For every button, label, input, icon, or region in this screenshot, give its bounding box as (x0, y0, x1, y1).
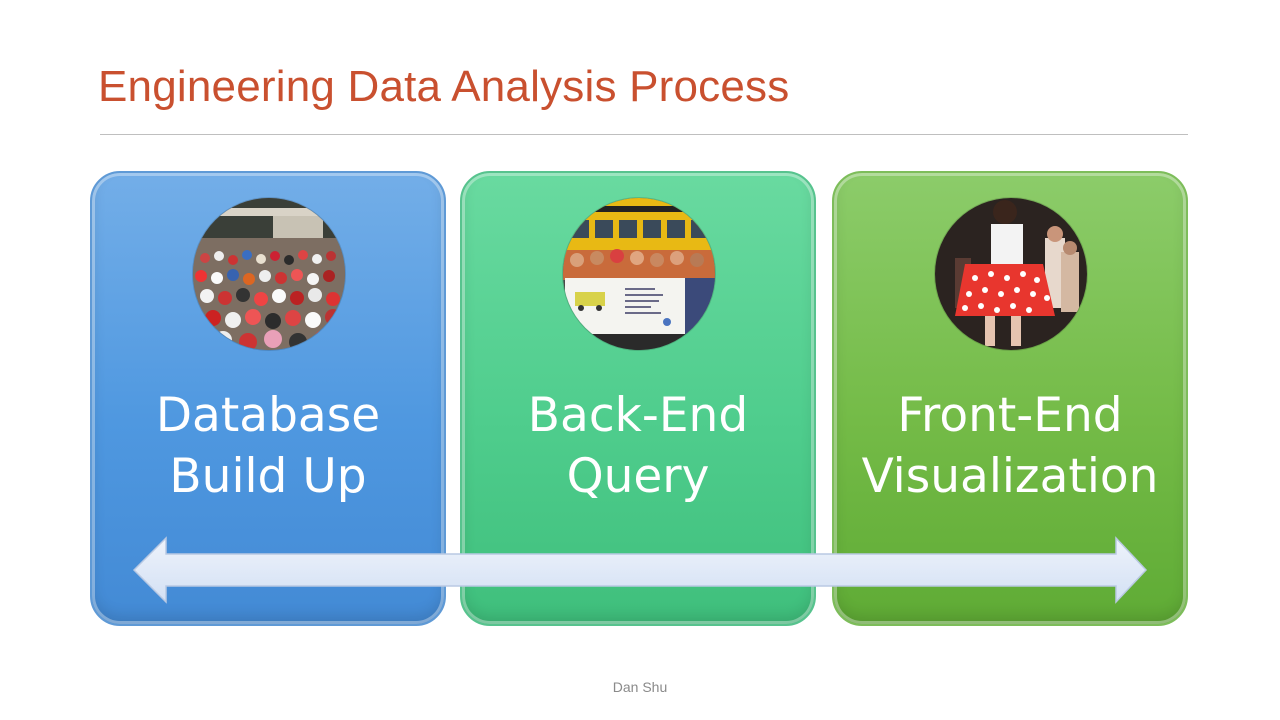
card-label-line1: Database (155, 388, 381, 443)
card-label-line1: Front-End (897, 388, 1123, 443)
database-build-up-card: Database Build Up (90, 171, 446, 626)
slide-title: Engineering Data Analysis Process (98, 62, 790, 111)
card-label-line2: Query (566, 449, 710, 504)
footer-author: Dan Shu (612, 679, 668, 695)
crowd-of-children-photo (193, 198, 345, 350)
dancing-girl-photo (935, 198, 1087, 350)
back-end-query-card: Back-End Query (460, 171, 816, 626)
card-label: Front-End Visualization (834, 385, 1186, 507)
front-end-visualization-card: Front-End Visualization (832, 171, 1188, 626)
double-headed-arrow (132, 536, 1148, 604)
card-label: Database Build Up (92, 385, 444, 507)
card-label-line2: Visualization (861, 449, 1159, 504)
title-divider (100, 134, 1188, 135)
card-label: Back-End Query (462, 385, 814, 507)
card-label-line2: Build Up (169, 449, 367, 504)
card-label-line1: Back-End (527, 388, 749, 443)
school-bus-banner-photo (563, 198, 715, 350)
